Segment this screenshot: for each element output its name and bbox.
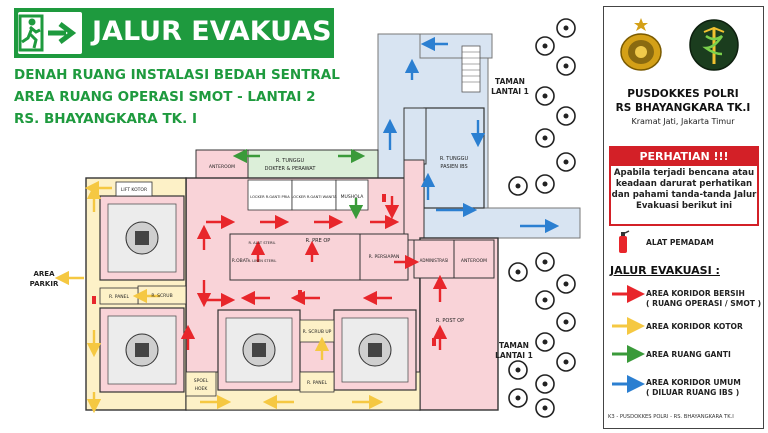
label-scrub-2: R. SCRUB UP (303, 329, 332, 335)
anteroom-2-room (453, 239, 495, 279)
warning-text: Apabila terjadi bencana atau keadaan dar… (611, 168, 757, 212)
red-arrows (180, 196, 448, 350)
lockers-pria (247, 179, 293, 211)
label-tunggu-pasien-1: R. TUNGGU (440, 156, 469, 162)
warning-title: PERHATIAN !!! (611, 148, 757, 166)
warning-line-2: keadaan darurat perhatikan (615, 179, 753, 189)
legend-item-changing: AREA RUANG GANTI (646, 350, 731, 359)
lockers-wanita (291, 179, 337, 211)
label-linen-steril: R. LINEN STERIL (248, 259, 277, 263)
subtitle-2: AREA RUANG OPERASI SMOT - LANTAI 2 (14, 89, 316, 105)
yellow-arrows (54, 180, 384, 414)
label-alat-steril: R. ALAT STERIL (248, 241, 275, 245)
subtitle-1: DENAH RUANG INSTALASI BEDAH SENTRAL (14, 67, 340, 83)
operating-room-1 (99, 195, 185, 281)
org-name: PUSDOKKES POLRI (627, 88, 739, 100)
warning-line-1: Apabila terjadi bencana atau (613, 168, 755, 178)
label-spoel-1: SPOEL (194, 378, 209, 384)
legend-arrows (612, 285, 645, 393)
label-scrub-1: R. SCRUB (151, 293, 172, 299)
police-emblem-icon (616, 16, 666, 72)
label-pre-op: R. PRE OP (306, 238, 331, 244)
fire-extinguisher-icon (616, 230, 630, 254)
label-persiapan: R. PERSIAPAN (369, 254, 400, 260)
label-panel-2: R. PANEL (307, 380, 328, 386)
public-corridor-right (419, 207, 581, 239)
legend-item-clean-1: AREA KORIDOR BERSIH (646, 289, 745, 298)
lift-room (115, 181, 153, 197)
label-parkir-1: AREA (33, 270, 55, 278)
green-arrows (232, 148, 366, 220)
persiapan-room (359, 233, 409, 281)
label-anteroom-1: ANTEROOM (209, 164, 235, 170)
label-parkir-2: PARKIR (30, 280, 59, 288)
page-title: JALUR EVAKUASI (92, 16, 342, 47)
label-locker-wanita: LOCKER R.GANTI WANITA (291, 195, 337, 199)
floor-plan: TAMAN LANTAI 1 TAMAN LANTAI 1 AREA PARKI… (30, 18, 581, 418)
waiting-room-block (403, 107, 427, 165)
exit-sign-icon (18, 12, 82, 54)
legend-item-dirty: AREA KORIDOR KOTOR (646, 322, 743, 331)
legend-item-clean-2: ( RUANG OPERASI / SMOT ) (646, 299, 762, 308)
operating-room-2 (99, 307, 185, 393)
label-panel-1: R. PANEL (109, 294, 130, 300)
label-taman-bottom-1: TAMAN (499, 341, 529, 350)
label-lift: LIFT KOTOR (121, 187, 147, 193)
label-mushola: MUSHOLA (341, 194, 365, 200)
label-anteroom-2: ANTEROOM (461, 258, 487, 264)
clean-area-right (403, 159, 425, 241)
legend-item-public-2: ( DILUAR RUANG IBS ) (646, 388, 740, 397)
operating-room-3 (217, 309, 301, 391)
label-taman-bottom-2: LANTAI 1 (495, 351, 533, 360)
hospital-name: RS BHAYANGKARA TK.I (615, 102, 751, 114)
public-corridor-upper (419, 33, 493, 59)
operating-room-4 (333, 309, 417, 391)
warning-line-3: dan pahami tanda-tanda Jalur (611, 190, 757, 200)
hospital-location: Kramat Jati, Jakarta Timur (631, 117, 735, 126)
tree-centers (515, 25, 569, 411)
label-tunggu-1: R. TUNGGU (276, 158, 305, 164)
legend-item-public-1: AREA KORIDOR UMUM (646, 378, 741, 387)
stair (461, 45, 481, 93)
label-spoel-2: HOEK (195, 386, 209, 392)
warning-line-4: Evakuasi berikut ini (635, 201, 733, 211)
medical-emblem-icon (688, 18, 740, 72)
panel-room-2 (299, 371, 335, 393)
extinguisher-label: ALAT PEMADAM (646, 238, 714, 247)
label-locker-pria: LOCKER R.GANTI PRIA (250, 195, 290, 199)
spoel-room (185, 371, 217, 397)
label-tunggu-2: DOKTER & PERAWAT (265, 166, 317, 172)
blue-arrows (382, 36, 560, 234)
label-robat: R.OBAT (232, 258, 249, 264)
legend-heading: JALUR EVAKUASI : (610, 264, 720, 277)
label-administrasi: ADMINISTRASI (420, 258, 449, 263)
label-taman-top-2: LANTAI 1 (491, 87, 529, 96)
footer-text: K3 - PUSDOKKES POLRI - RS. BHAYANGKARA T… (608, 414, 734, 420)
fire-extinguishers (92, 194, 436, 346)
label-tunggu-pasien-2: PASIEN IBS (440, 164, 467, 170)
subtitle-3: RS. BHAYANGKARA TK. I (14, 111, 197, 127)
label-post-op: R. POST OP (436, 318, 464, 324)
label-taman-top-1: TAMAN (495, 77, 525, 86)
